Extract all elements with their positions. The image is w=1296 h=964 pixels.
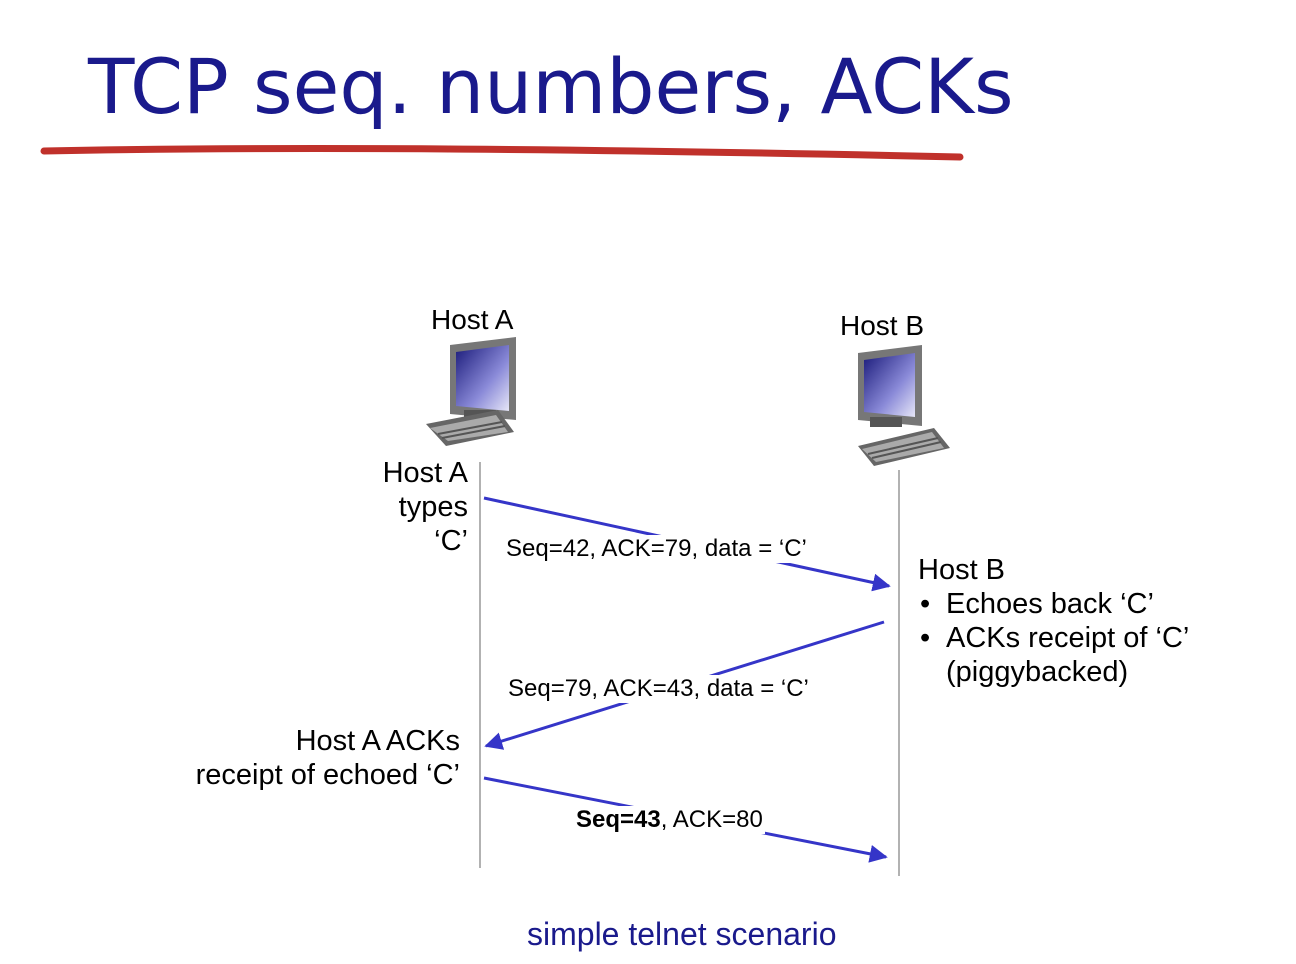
bullet-text: Echoes back ‘C’ <box>946 588 1154 620</box>
host-b-computer-icon <box>858 345 950 466</box>
bullet-text: ACKs receipt of ‘C’ <box>946 622 1190 654</box>
bullet-continuation: (piggybacked) <box>918 655 1189 689</box>
message-ack: , ACK=80 <box>660 806 763 833</box>
message-label-1: Seq=42, ACK=79, data = ‘C’ <box>504 535 809 563</box>
host-a-label: Host A <box>431 304 514 335</box>
diagram-caption: simple telnet scenario <box>527 916 837 952</box>
bullet-item: •Echoes back ‘C’ <box>920 588 1154 620</box>
bullet-continuation-text: (piggybacked) <box>946 656 1129 688</box>
host-b-annotation: Host B •Echoes back ‘C’ •ACKs receipt of… <box>918 553 1189 689</box>
annotation-line: receipt of echoed ‘C’ <box>195 759 460 791</box>
title-underline <box>40 145 964 161</box>
annotation-line: ‘C’ <box>434 525 468 557</box>
host-b-label: Host B <box>840 310 925 341</box>
message-label-2: Seq=79, ACK=43, data = ‘C’ <box>506 675 811 703</box>
message-label-3: Seq=43, ACK=80 <box>574 806 765 834</box>
annotation-line: Host A <box>382 457 468 489</box>
host-a-acks-annotation: Host A ACKs receipt of echoed ‘C’ <box>196 724 460 792</box>
host-a-computer-icon <box>426 337 516 446</box>
slide-title: TCP seq. numbers, ACKs <box>88 42 1014 131</box>
message-seq-bold: Seq=43 <box>576 806 661 833</box>
annotation-line: Host A ACKs <box>295 725 460 757</box>
annotation-line: types <box>398 491 468 523</box>
bullet-item: •ACKs receipt of ‘C’ <box>920 622 1190 654</box>
host-a-types-annotation: Host A types ‘C’ <box>383 456 468 558</box>
host-b-annotation-title: Host B <box>918 554 1006 586</box>
host-b-bullet-list: •Echoes back ‘C’ •ACKs receipt of ‘C’ (p… <box>918 587 1189 689</box>
